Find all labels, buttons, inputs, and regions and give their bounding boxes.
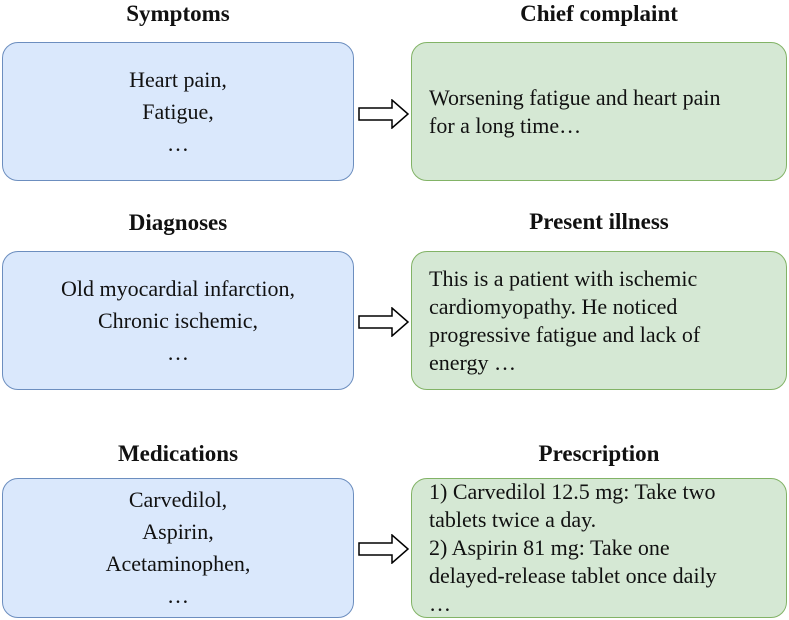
symptoms-line: Heart pain, — [129, 66, 227, 92]
medications-line: Carvedilol, — [128, 487, 228, 512]
present-illness-box: This is a patient with ischemic cardiomy… — [411, 251, 787, 390]
diagnoses-line: Chronic ischemic, — [97, 307, 259, 333]
prescription-box: 1) Carvedilol 12.5 mg: Take two tablets … — [411, 478, 787, 618]
prescription-title: Prescription — [538, 441, 660, 466]
prescription-line: delayed-release tablet once daily — [429, 563, 717, 588]
medications-line: Acetaminophen, — [105, 551, 251, 576]
chief-complaint-box: Worsening fatigue and heart pain for a l… — [411, 42, 787, 181]
chief-complaint-title: Chief complaint — [520, 1, 678, 26]
prescription-line: 2) Aspirin 81 mg: Take one — [429, 535, 670, 560]
diagnoses-line: Old myocardial infarction, — [61, 275, 295, 301]
present-illness-title: Present illness — [529, 209, 669, 234]
diagnoses-line: … — [167, 339, 189, 365]
symptoms-line: … — [167, 130, 189, 156]
present-illness-line: progressive fatigue and lack of — [429, 321, 701, 347]
arrow-right-icon — [358, 534, 410, 564]
chief-complaint-line: Worsening fatigue and heart pain — [429, 84, 721, 110]
arrow-right-icon — [358, 99, 410, 129]
prescription-line: tablets twice a day. — [429, 507, 597, 532]
diagnoses-title: Diagnoses — [128, 210, 228, 235]
diagnoses-box: Old myocardial infarction, Chronic ische… — [2, 251, 354, 390]
present-illness-line: cardiomyopathy. He noticed — [429, 293, 678, 319]
medications-title: Medications — [117, 441, 239, 466]
symptoms-title: Symptoms — [126, 1, 230, 26]
symptoms-line: Fatigue, — [142, 98, 214, 124]
present-illness-line: This is a patient with ischemic — [429, 265, 698, 291]
arrow-right-icon — [358, 307, 410, 337]
present-illness-line: energy … — [429, 349, 516, 375]
chief-complaint-line: for a long time… — [429, 112, 582, 138]
prescription-line: … — [429, 591, 451, 616]
medications-box: Carvedilol, Aspirin, Acetaminophen, … — [2, 478, 354, 618]
medications-line: Aspirin, — [142, 519, 214, 544]
symptoms-box: Heart pain, Fatigue, … — [2, 42, 354, 181]
prescription-line: 1) Carvedilol 12.5 mg: Take two — [429, 479, 716, 504]
medications-line: … — [167, 583, 189, 608]
